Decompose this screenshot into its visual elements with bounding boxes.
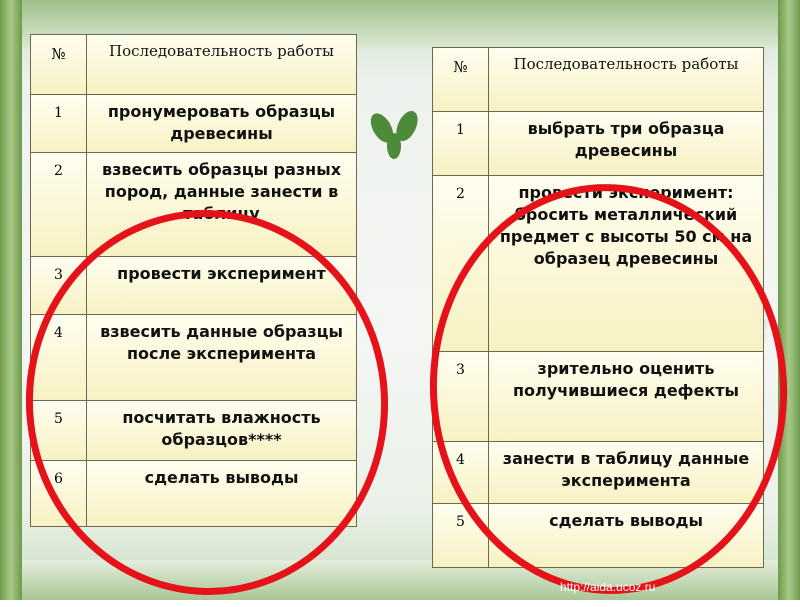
table-row: 1 выбрать три образца древесины (432, 111, 764, 176)
table-row: 2 провести эксперимент: бросить металлич… (432, 175, 764, 352)
table-row: 6 сделать выводы (30, 460, 357, 527)
row-number: 4 (30, 314, 87, 401)
source-watermark: http://aida.ucoz.ru (560, 580, 656, 594)
header-number: № (432, 47, 489, 112)
left-procedure-table: № Последовательность работы 1 пронумеров… (30, 34, 357, 527)
header-task: Последовательность работы (488, 47, 764, 112)
row-task: выбрать три образца древесины (488, 111, 764, 176)
row-task: провести эксперимент: бросить металличес… (488, 175, 764, 352)
table-row: 4 взвесить данные образцы после эксперим… (30, 314, 357, 401)
row-task: сделать выводы (86, 460, 357, 527)
table-header-row: № Последовательность работы (432, 47, 764, 112)
row-number: 5 (432, 503, 489, 568)
row-task: зрительно оценить получившиеся дефекты (488, 351, 764, 442)
table-row: 3 зрительно оценить получившиеся дефекты (432, 351, 764, 442)
table-row: 4 занести в таблицу данные эксперимента (432, 441, 764, 504)
row-task: взвесить данные образцы после эксперимен… (86, 314, 357, 401)
row-number: 1 (30, 94, 87, 153)
row-task: сделать выводы (488, 503, 764, 568)
table-header-row: № Последовательность работы (30, 34, 357, 95)
right-vine-decoration (778, 0, 800, 600)
row-number: 3 (30, 256, 87, 315)
row-number: 2 (30, 152, 87, 257)
right-procedure-table: № Последовательность работы 1 выбрать тр… (432, 47, 764, 568)
leaf-ornament-icon (370, 111, 418, 159)
table-row: 1 пронумеровать образцы древесины (30, 94, 357, 153)
row-number: 3 (432, 351, 489, 442)
left-vine-decoration (0, 0, 22, 600)
row-task: провести эксперимент (86, 256, 357, 315)
header-number: № (30, 34, 87, 95)
table-row: 3 провести эксперимент (30, 256, 357, 315)
row-number: 2 (432, 175, 489, 352)
header-task: Последовательность работы (86, 34, 357, 95)
row-task: взвесить образцы разных пород, данные за… (86, 152, 357, 257)
row-number: 4 (432, 441, 489, 504)
table-row: 5 сделать выводы (432, 503, 764, 568)
table-row: 2 взвесить образцы разных пород, данные … (30, 152, 357, 257)
row-number: 1 (432, 111, 489, 176)
row-task: пронумеровать образцы древесины (86, 94, 357, 153)
